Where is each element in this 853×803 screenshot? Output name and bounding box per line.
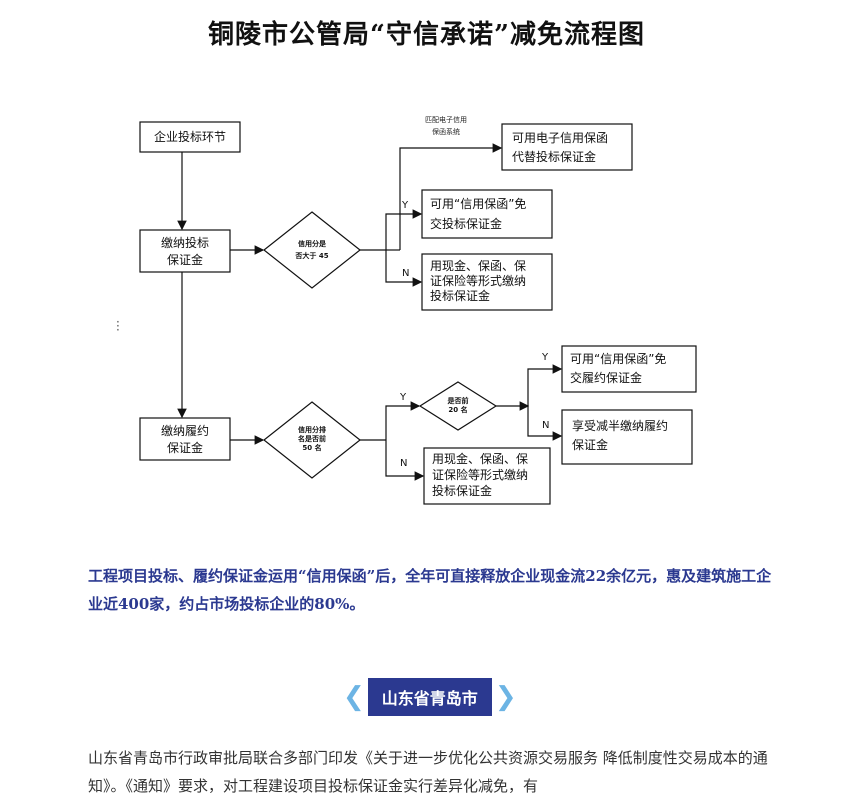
svg-text:用现金、保函、保: 用现金、保函、保 <box>432 451 528 466</box>
svg-text:名是否前: 名是否前 <box>298 434 326 443</box>
svg-text:代替投标保证金: 代替投标保证金 <box>512 149 596 164</box>
edge-d3-no <box>527 406 563 441</box>
label-yes-3: Y <box>541 352 549 363</box>
svg-text:否大于 45: 否大于 45 <box>294 251 328 260</box>
svg-text:20 名: 20 名 <box>448 405 467 414</box>
result-perf-credit-guarantee <box>561 345 697 393</box>
svg-text:交投标保证金: 交投标保证金 <box>430 216 502 231</box>
edge-d1-yes <box>385 209 423 250</box>
svg-text:保证金: 保证金 <box>167 440 203 455</box>
perf-deposit-node <box>139 417 231 461</box>
svg-text:信用分是: 信用分是 <box>298 239 327 248</box>
svg-text:享受减半缴纳履约: 享受减半缴纳履约 <box>572 418 668 433</box>
svg-text:保证金: 保证金 <box>167 252 203 267</box>
body-paragraph: 山东省青岛市行政审批局联合多部门印发《关于进一步优化公共资源交易服务 降低制度性… <box>88 749 768 795</box>
svg-text:保函系统: 保函系统 <box>432 127 460 136</box>
start-label: 企业投标环节 <box>154 129 226 144</box>
chevron-left-icon: ❮ <box>343 682 365 712</box>
svg-text:证保险等形式缴纳: 证保险等形式缴纳 <box>432 467 528 482</box>
start-node <box>139 121 241 153</box>
svg-text:可用“信用保函”免: 可用“信用保函”免 <box>570 351 666 366</box>
svg-text:可用“信用保函”免: 可用“信用保函”免 <box>430 196 526 211</box>
svg-text:投标保证金: 投标保证金 <box>432 483 492 498</box>
highlight-paragraph: 工程项目投标、履约保证金运用“信用保函”后，全年可直接释放企业现金流22余亿元，… <box>88 567 772 613</box>
section-label: 山东省青岛市 <box>367 678 492 716</box>
edge-d1-electronic <box>399 143 503 250</box>
chevron-right-icon: ❯ <box>494 682 517 712</box>
svg-text:是否前: 是否前 <box>447 396 469 405</box>
result-half-deposit <box>561 409 693 465</box>
edge-d2-yes <box>385 401 421 440</box>
svg-text:用现金、保函、保: 用现金、保函、保 <box>430 258 526 273</box>
label-yes-2: Y <box>399 392 407 403</box>
edge-d2-no <box>385 440 425 481</box>
svg-text:可用电子信用保函: 可用电子信用保函 <box>512 131 608 145</box>
label-yes-1: Y <box>401 200 409 211</box>
decision-credit-rank <box>263 401 361 479</box>
svg-text:交履约保证金: 交履约保证金 <box>570 370 642 385</box>
vertical-ellipsis-icon: ··· <box>116 315 120 337</box>
label-no-1: N <box>402 268 409 279</box>
decision-credit-score <box>263 211 361 289</box>
svg-text:投标保证金: 投标保证金 <box>430 288 490 303</box>
note-electronic-system: 匹配电子信用 <box>425 115 467 124</box>
svg-text:证保险等形式缴纳: 证保险等形式缴纳 <box>430 273 526 288</box>
result-bid-cash <box>421 253 553 311</box>
page-title: 铜陵市公管局“守信承诺”减免流程图 <box>208 20 645 50</box>
svg-text:50 名: 50 名 <box>302 443 321 452</box>
result-perf-cash <box>423 447 551 505</box>
label-no-3: N <box>542 420 549 431</box>
svg-text:缴纳履约: 缴纳履约 <box>161 423 209 438</box>
edge-d1-no <box>385 250 423 287</box>
flowchart: 企业投标环节 缴纳投标 保证金 缴纳履约 保证金 信用分是 否大于 45 信用分… <box>139 115 697 505</box>
svg-text:信用分排: 信用分排 <box>298 425 326 434</box>
decision-top-20 <box>418 381 498 431</box>
label-no-2: N <box>400 458 407 469</box>
edge-d3-yes <box>527 364 563 406</box>
section-banner: ❮ 山东省青岛市 ❯ <box>340 678 520 716</box>
svg-text:缴纳投标: 缴纳投标 <box>161 235 209 250</box>
svg-text:保证金: 保证金 <box>572 437 608 452</box>
